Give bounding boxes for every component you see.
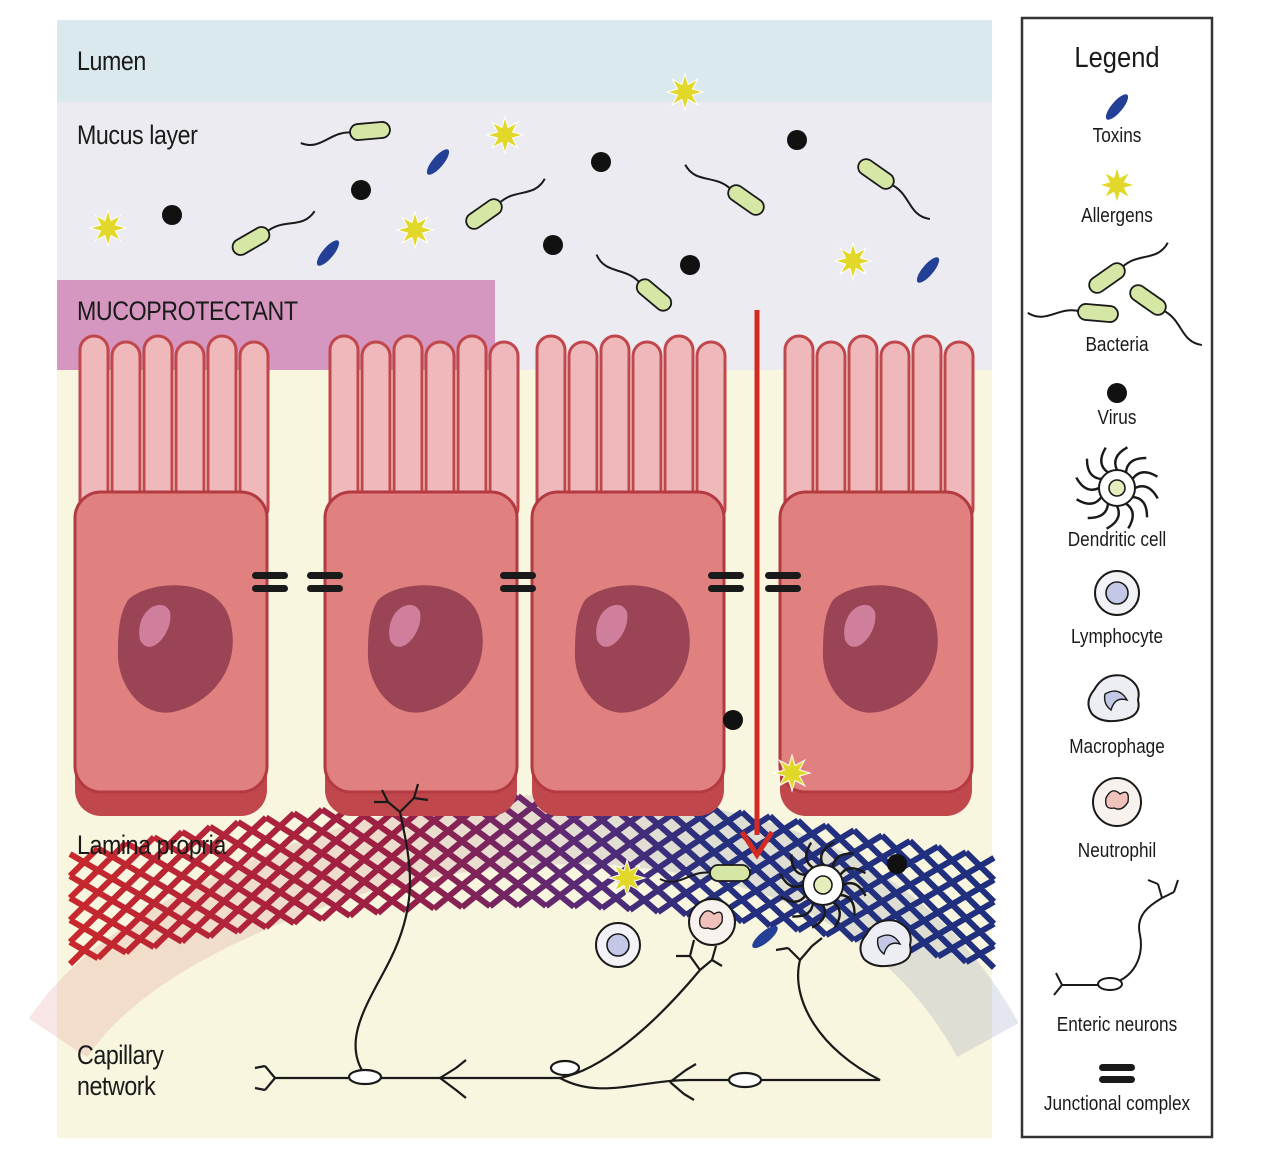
microvillus [78,334,110,518]
macrophage [859,919,912,968]
virus-icon [351,180,371,200]
legend-label-dendritic-cell: Dendritic cell [1067,529,1167,551]
legend-label-junctional-complex: Junctional complex [1043,1093,1191,1115]
allergen-icon [88,208,128,248]
particles [88,72,940,949]
toxin-icon [1105,94,1129,120]
nucleolus [596,604,628,647]
microvillus [456,334,488,518]
bacteria-icon [684,164,765,216]
nucleolus [844,604,876,647]
virus-icon [591,152,611,172]
junctional-complex-icon [1099,1064,1135,1083]
legend-label-enteric-neurons: Enteric neurons [1056,1014,1178,1036]
virus-icon [680,255,700,275]
toxin-icon [426,149,450,175]
virus-icon [543,235,563,255]
allergen-icon [772,753,812,793]
microvillus [142,334,174,518]
enteric-neuron-icon [1053,879,1179,996]
bacteria-icon [659,864,751,883]
junctional-complex [708,572,744,592]
junctional-complex [765,572,801,592]
junctional-complex [307,572,343,592]
microvillus [392,334,424,518]
toxin-icon [316,240,340,266]
bacteria-icon [1027,242,1203,347]
macrophage-icon [1087,674,1140,723]
microvillus [783,334,815,518]
allergen-icon [395,210,435,250]
legend-label-allergens: Allergens [1081,205,1153,227]
virus-icon [1107,383,1127,403]
legend-title: Legend [1074,42,1160,74]
allergen-icon [1097,165,1137,205]
label-capillary: Capillary [77,1040,164,1070]
junctional-complex [252,572,288,592]
lymphocyte [595,922,641,968]
microvillus [328,334,360,518]
junctional-complex [500,572,536,592]
junctional-complexes [252,572,801,592]
toxin-icon [916,257,940,283]
microvillus [535,334,567,518]
neutrophil [688,898,736,946]
dendritic-cell-icon [1075,446,1159,530]
epithelial-cell [530,334,727,816]
bacteria-icon [857,158,931,221]
legend-icons [1027,94,1203,1083]
epithelial-cell [323,334,520,816]
legend-label-macrophage: Macrophage [1069,736,1165,758]
lymphocyte-icon [1094,570,1140,616]
allergen-icon [485,115,525,155]
allergen-icon [833,241,873,281]
neutrophil-icon [1092,777,1142,827]
virus-icon [787,130,807,150]
allergen-icon [665,72,705,112]
microvillus [206,334,238,518]
label-mucoprotectant: MUCOPROTECTANT [77,296,298,326]
epithelial-cell [778,334,975,816]
legend-label-neutrophil: Neutrophil [1077,840,1157,862]
label-lamina-propria: Lamina propria [77,830,226,860]
allergen-icon [607,858,647,898]
label-lumen: Lumen [77,46,146,76]
legend-label-bacteria: Bacteria [1085,334,1149,356]
label-network: network [77,1071,156,1101]
toxin-icon [752,925,778,949]
bacteria-icon [300,121,391,146]
nucleolus [139,604,171,647]
virus-icon [723,710,743,730]
enteric-neurons [254,783,881,1101]
nucleolus [389,604,421,647]
legend-label-lymphocyte: Lymphocyte [1070,626,1164,648]
bacteria-icon [595,254,673,312]
virus-icon [887,854,907,874]
epithelial-cells [73,334,975,816]
translocation-arrow [739,310,775,860]
bacteria-icon [465,178,546,230]
epithelial-cell [73,334,270,816]
bacteria-icon [231,210,316,256]
dendritic-cell [779,841,867,929]
label-mucus-layer: Mucus layer [77,120,198,150]
microvillus [663,334,695,518]
legend-label-virus: Virus [1097,407,1137,429]
virus-icon [162,205,182,225]
microvillus [911,334,943,518]
microvillus [599,334,631,518]
legend-label-toxins: Toxins [1092,125,1142,147]
microvillus [847,334,879,518]
lumen-band [57,20,992,102]
